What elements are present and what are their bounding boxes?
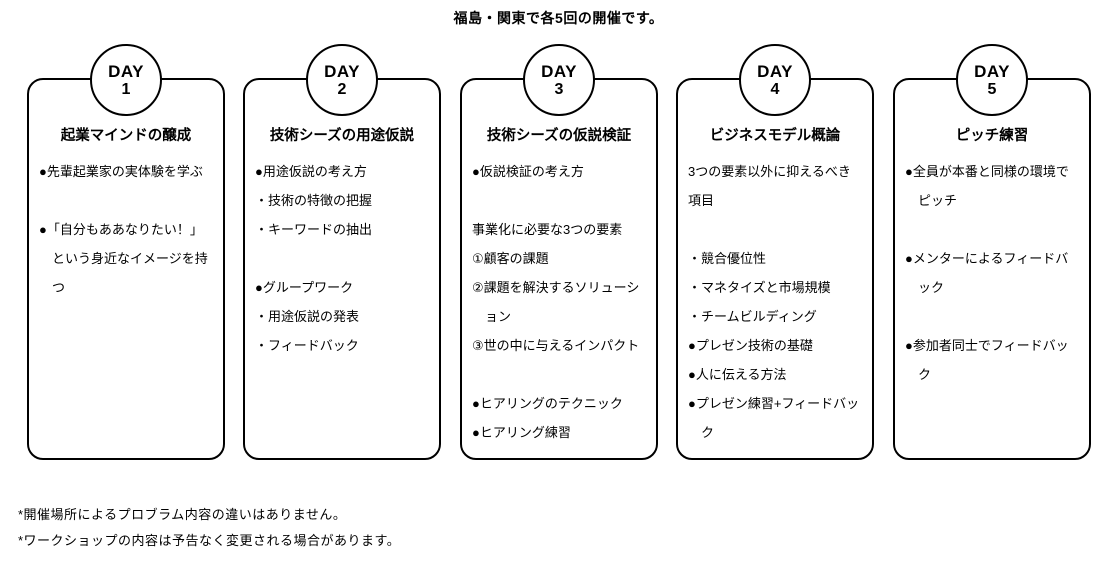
day-card: DAY 2 技術シーズの用途仮説 ●用途仮説の考え方・技術の特徴の把握・キーワー… <box>243 44 441 460</box>
day-item-spacer <box>472 186 646 215</box>
day-item-spacer <box>905 302 1079 331</box>
page-title: 福島・関東で各5回の開催です。 <box>453 10 664 26</box>
footnotes: *開催場所によるプロブラム内容の違いはありません。 *ワークショップの内容は予告… <box>18 502 400 554</box>
day-item: ・用途仮説の発表 <box>255 309 360 324</box>
day-card: DAY 5 ピッチ練習 ●全員が本番と同様の環境でピッチ ●メンターによるフィード… <box>893 44 1091 460</box>
day-title: ビジネスモデル概論 <box>709 128 841 144</box>
day-item: ●用途仮説の考え方 <box>255 164 367 179</box>
day-card: DAY 1 起業マインドの醸成 ●先輩起業家の実体験を学ぶ ●「自分もああなりたい… <box>27 44 225 460</box>
day-badge-number: 2 <box>337 80 347 98</box>
footnote-venue-note: *開催場所によるプロブラム内容の違いはありません。 <box>18 507 347 522</box>
day-badge-label: DAY <box>541 61 577 81</box>
day-item-list: ●用途仮説の考え方・技術の特徴の把握・キーワードの抽出 ●グループワーク・用途仮説… <box>255 157 429 360</box>
day-item: ●プレゼン練習+フィードバック <box>688 396 860 440</box>
day-badge: DAY 1 <box>90 44 162 116</box>
day-title: 起業マインドの醸成 <box>60 128 192 144</box>
day-item-spacer <box>905 215 1079 244</box>
day-item: ・フィードバック <box>255 338 359 353</box>
day-item: ●仮説検証の考え方 <box>472 164 584 179</box>
day-item: ●参加者同士でフィードバック <box>905 338 1069 382</box>
day-badge-number: 1 <box>121 80 131 98</box>
day-item: ●人に伝える方法 <box>688 367 787 382</box>
footnote-change-note: *ワークショップの内容は予告なく変更される場合があります。 <box>18 533 401 548</box>
day-item: ・マネタイズと市場規模 <box>688 280 831 295</box>
day-item-spacer <box>39 186 213 215</box>
day-item: ・競合優位性 <box>688 251 767 266</box>
day-item: ●全員が本番と同様の環境でピッチ <box>905 164 1069 208</box>
day-item: 3つの要素以外に抑えるべき項目 <box>688 164 851 208</box>
day-item-spacer <box>255 244 429 273</box>
day-badge: DAY 4 <box>739 44 811 116</box>
day-title: 技術シーズの仮説検証 <box>486 128 632 144</box>
day-badge-label: DAY <box>108 61 144 81</box>
day-card: DAY 4 ビジネスモデル概論 3つの要素以外に抑えるべき項目・競合優位性・マネ… <box>676 44 874 460</box>
day-item: ・技術の特徴の把握 <box>255 193 373 208</box>
day-item: ●ヒアリング練習 <box>472 425 571 440</box>
day-title: 技術シーズの用途仮説 <box>269 128 415 144</box>
day-badge-number: 5 <box>987 80 997 98</box>
day-item: ●グループワーク <box>255 280 354 295</box>
day-item: ・チームビルディング <box>688 309 817 324</box>
day-badge: DAY 2 <box>306 44 378 116</box>
day-item: ②課題を解決するソリューション <box>472 280 640 324</box>
day-item-list: ●仮説検証の考え方事業化に必要な3つの要素 ①顧客の課題 ②課題を解決するソリューシ… <box>472 157 646 447</box>
day-item: ●プレゼン技術の基礎 <box>688 338 813 353</box>
day-item: ③世の中に与えるインパクト <box>472 338 640 353</box>
day-item-list: ●先輩起業家の実体験を学ぶ ●「自分もああなりたい！」という身近なイメージを持つ <box>39 157 213 302</box>
day-item: ●メンターによるフィードバック <box>905 251 1069 295</box>
day-badge-label: DAY <box>324 61 360 81</box>
day-badge: DAY 3 <box>523 44 595 116</box>
day-card: DAY 3 技術シーズの仮説検証 ●仮説検証の考え方事業化に必要な3つの要素 ①顧… <box>460 44 658 460</box>
day-item: ●ヒアリングのテクニック <box>472 396 623 411</box>
day-badge-number: 4 <box>770 80 780 98</box>
day-badge-label: DAY <box>757 61 793 81</box>
day-badge-number: 3 <box>554 80 564 98</box>
day-item-list: 3つの要素以外に抑えるべき項目・競合優位性・マネタイズと市場規模・チームビルディ… <box>688 157 862 447</box>
day-item-spacer <box>472 360 646 389</box>
day-title: ピッチ練習 <box>955 128 1029 144</box>
day-badge: DAY 5 <box>956 44 1028 116</box>
day-item-spacer <box>688 215 862 244</box>
day-item: ●先輩起業家の実体験を学ぶ <box>39 164 203 179</box>
day-item-list: ●全員が本番と同様の環境でピッチ ●メンターによるフィードバック ●参加者同士でフィ… <box>905 157 1079 389</box>
day-badge-label: DAY <box>974 61 1010 81</box>
day-item: ・キーワードの抽出 <box>255 222 373 237</box>
day-item: 事業化に必要な3つの要素 <box>472 222 623 237</box>
day-item: ①顧客の課題 <box>472 251 549 266</box>
day-item: ●「自分もああなりたい！」という身近なイメージを持つ <box>39 222 208 295</box>
